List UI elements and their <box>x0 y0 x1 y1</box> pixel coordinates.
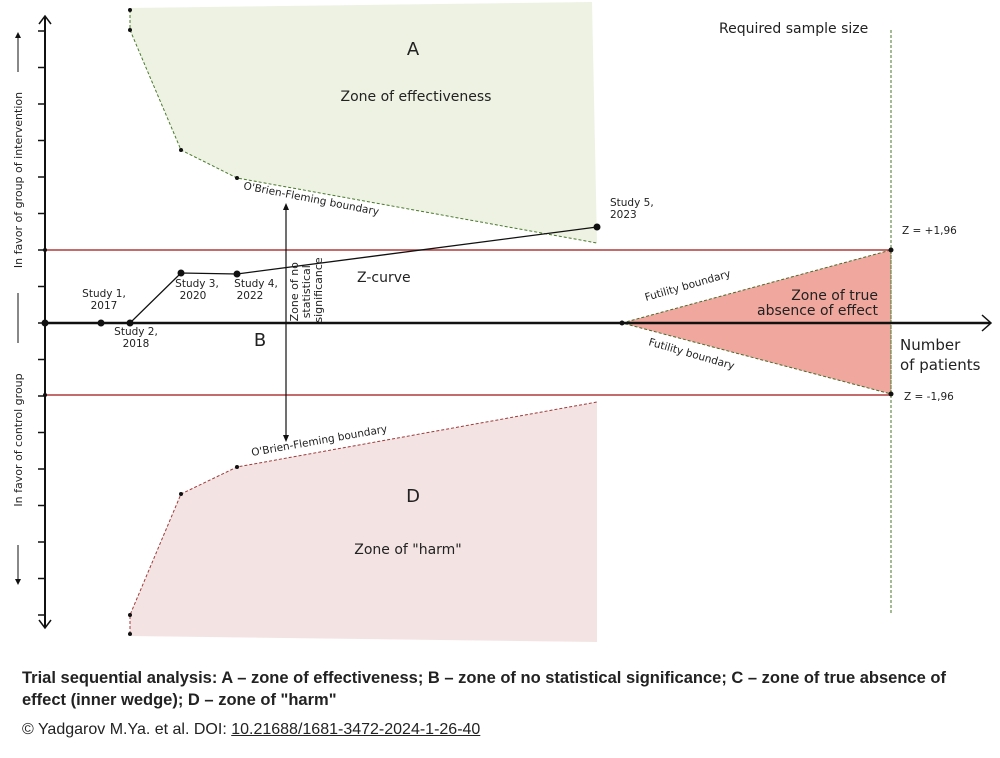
zone-a-label: Zone of effectiveness <box>341 89 492 105</box>
y-label-lower: In favor of control group <box>12 373 25 506</box>
caption-title: Trial sequential analysis: A – zone of e… <box>22 669 946 709</box>
zone-d-label: Zone of "harm" <box>354 542 462 558</box>
study-labels: Study 1,2017 Study 2,2018 Study 3,2020 S… <box>82 197 654 350</box>
y-axis-arrow-up <box>38 14 52 25</box>
zone-b-letter: B <box>254 330 266 351</box>
zone-d-letter: D <box>406 486 420 507</box>
x-axis-arrow <box>981 314 993 332</box>
required-sample-size-label: Required sample size <box>719 21 868 37</box>
svg-text:Study 4,: Study 4, <box>234 278 278 290</box>
svg-text:Study 1,: Study 1, <box>82 288 126 300</box>
zone-b-label-2: statistical <box>300 265 313 318</box>
doi-link[interactable]: 10.21688/1681-3472-2024-1-26-40 <box>231 721 481 738</box>
y-label-upper: In favor of group of intervention <box>12 92 25 268</box>
credit-text: © Yadgarov M.Ya. et al. DOI: <box>22 721 232 738</box>
zone-harm <box>130 402 597 642</box>
y-axis-ticks <box>38 30 45 616</box>
figure-caption: Trial sequential analysis: A – zone of e… <box>0 645 1000 758</box>
y-axis-arrow-down <box>38 619 52 630</box>
tsa-diagram: In favor of group of intervention In fav… <box>12 2 993 642</box>
zone-b-label-1: Zone of no <box>288 262 301 322</box>
zone-effectiveness <box>130 2 597 243</box>
svg-text:2017: 2017 <box>91 300 118 312</box>
caption-credit: © Yadgarov M.Ya. et al. DOI: 10.21688/16… <box>22 721 992 739</box>
zone-c-label-1: Zone of true <box>791 288 878 304</box>
z-curve-label: Z-curve <box>357 270 411 286</box>
svg-text:Zone of no statistical sig: Zone of no statistical significance <box>288 257 325 323</box>
z-lower-label: Z = -1,96 <box>904 391 954 403</box>
x-axis-label-2: of patients <box>900 356 981 374</box>
svg-text:Study 3,: Study 3, <box>175 278 219 290</box>
z-upper-label: Z = +1,96 <box>902 225 957 237</box>
svg-text:2018: 2018 <box>123 338 150 350</box>
zone-c-label-2: absence of effect <box>757 303 879 319</box>
zone-b-label-3: significance <box>312 257 325 323</box>
svg-text:Study 5,: Study 5, <box>610 197 654 209</box>
points <box>41 8 894 636</box>
zone-a-letter: A <box>407 39 420 60</box>
svg-text:Study 2,: Study 2, <box>114 326 158 338</box>
svg-text:2020: 2020 <box>180 290 207 302</box>
svg-text:2022: 2022 <box>237 290 264 302</box>
svg-text:2023: 2023 <box>610 209 637 221</box>
x-axis-label-1: Number <box>900 336 961 354</box>
